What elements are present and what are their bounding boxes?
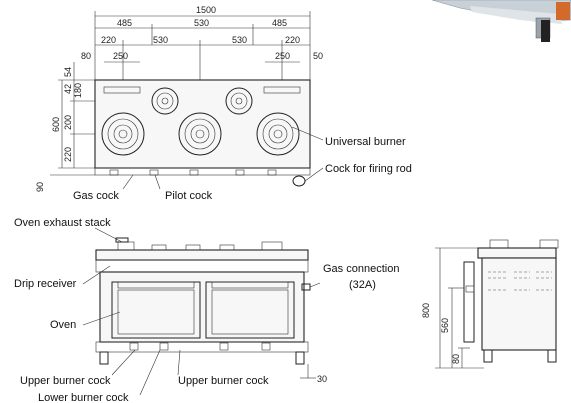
firing-rod-cock-knob [292, 175, 306, 187]
dim-80-side: 80 [451, 354, 461, 364]
dim-54: 54 [63, 67, 73, 77]
dim-220-left: 220 [101, 35, 116, 45]
dim-800: 800 [421, 303, 431, 318]
dim-530-mid: 530 [194, 18, 209, 28]
back-burner-left [151, 87, 179, 115]
universal-burner-left [101, 112, 145, 156]
universal-burner-right [256, 112, 300, 156]
top-view: 1500 485 530 485 220 530 530 220 250 250… [35, 5, 412, 202]
label-pilot-cock: Pilot cock [165, 190, 213, 202]
dim-1500: 1500 [196, 5, 216, 15]
label-universal-burner: Universal burner [325, 136, 406, 148]
label-lower-burner-cock: Lower burner cock [38, 392, 129, 403]
dim-200: 200 [63, 115, 73, 130]
universal-burner-mid [178, 112, 222, 156]
dim-220-vert: 220 [63, 147, 73, 162]
dim-600: 600 [51, 117, 61, 132]
dim-530-a: 530 [153, 35, 168, 45]
dim-250-left: 250 [113, 51, 128, 61]
side-view: 800 560 80 [421, 239, 559, 369]
label-drip-receiver: Drip receiver [14, 278, 77, 290]
dim-50-right: 50 [313, 51, 323, 61]
dim-250-right: 250 [275, 51, 290, 61]
dim-180: 180 [73, 83, 83, 98]
product-photo [431, 0, 571, 42]
label-oven: Oven [50, 319, 76, 331]
front-view: 30 Oven exhaust stack Drip receiver Oven… [14, 217, 399, 403]
label-upper-burner-cock-left: Upper burner cock [20, 375, 111, 387]
label-upper-burner-cock-right: Upper burner cock [178, 375, 269, 387]
label-gas-connection-size: (32A) [349, 279, 376, 291]
dim-42: 42 [63, 84, 73, 94]
dim-560: 560 [440, 318, 450, 333]
label-gas-cock: Gas cock [73, 190, 119, 202]
back-burner-right [225, 87, 253, 115]
dim-220-right: 220 [285, 35, 300, 45]
dim-80-left: 80 [81, 51, 91, 61]
label-cock-for-firing-rod: Cock for firing rod [325, 163, 412, 175]
dim-485-left: 485 [117, 18, 132, 28]
label-oven-exhaust-stack: Oven exhaust stack [14, 217, 111, 229]
dim-530-b: 530 [232, 35, 247, 45]
label-gas-connection: Gas connection [323, 263, 399, 275]
dim-90: 90 [35, 182, 45, 192]
dim-485-right: 485 [272, 18, 287, 28]
dim-30: 30 [317, 374, 327, 384]
